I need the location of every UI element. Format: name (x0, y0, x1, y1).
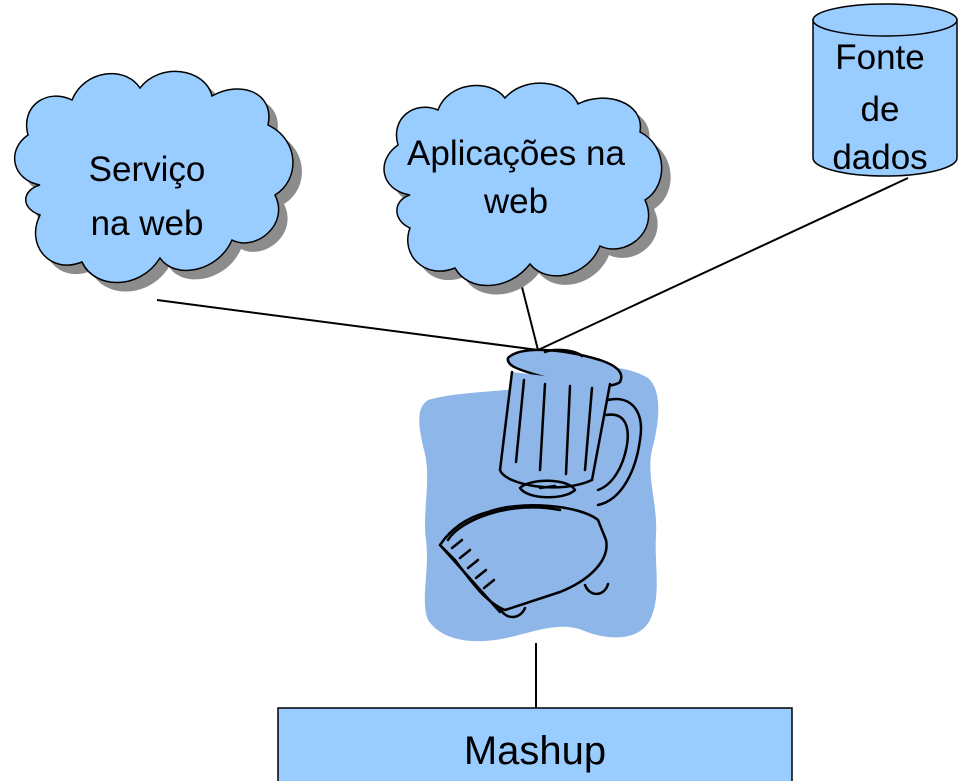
database-fonte (812, 3, 958, 177)
fonte-label-line3: dados (832, 138, 928, 177)
fonte-label-line2: de (860, 90, 900, 129)
servico-label-line2: na web (90, 204, 204, 243)
connectors (156, 177, 909, 708)
blender-icon (438, 348, 643, 619)
aplicacoes-label-line2: web (483, 182, 549, 221)
mashup-box (277, 707, 793, 781)
mashup-label: Mashup (463, 729, 607, 773)
servico-label-line1: Serviço (88, 150, 206, 189)
connector-fonte (537, 177, 909, 351)
fonte-label-line1: Fonte (835, 38, 925, 77)
connector-servico (156, 299, 539, 351)
cloud-aplicacoes (383, 82, 671, 295)
connector-aplicacoes (521, 286, 539, 351)
aplicacoes-label-line1: Aplicações na (407, 134, 625, 173)
cloud-servico (13, 70, 302, 292)
